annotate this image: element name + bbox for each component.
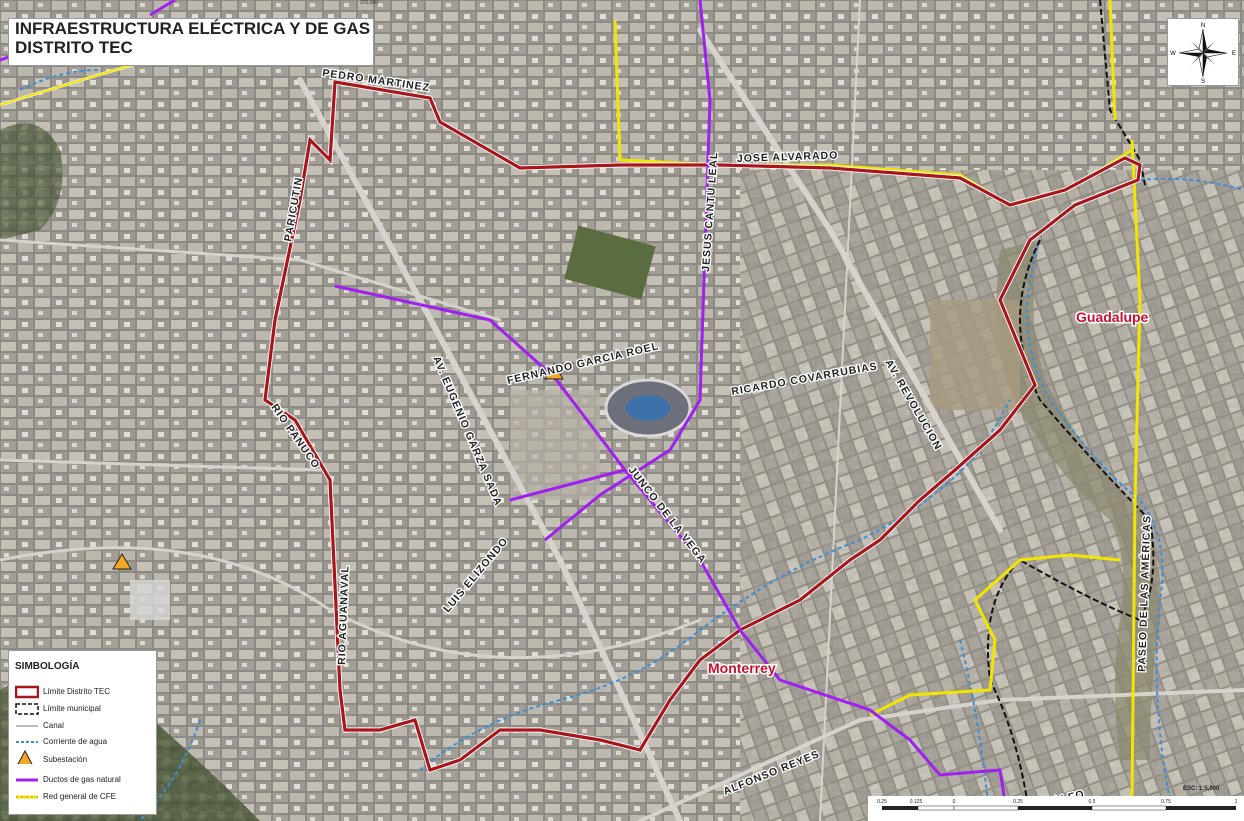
scale-tick: 0.75 xyxy=(1161,799,1171,805)
legend-title: SIMBOLOGÍA xyxy=(15,661,80,672)
substation-triangle[interactable] xyxy=(544,363,564,380)
legend-item-canal: Canal xyxy=(15,719,153,733)
scale-bar: 0.25 0.125 0 0.25 0.5 0.75 1 xyxy=(868,796,1244,821)
scale-tick: 0.125 xyxy=(910,799,923,805)
scale-tick: 1 xyxy=(1235,799,1238,805)
legend-item-district-boundary: Límite Distrito TEC xyxy=(15,685,153,699)
sports-field xyxy=(564,225,656,300)
legend-label: Ductos de gas natural xyxy=(43,775,121,784)
legend-label: Red general de CFE xyxy=(43,792,116,801)
legend-label: Canal xyxy=(43,721,64,730)
map-title-line1: INFRAESTRUCTURA ELÉCTRICA Y DE GAS xyxy=(15,19,371,38)
legend-label: Límite municipal xyxy=(43,704,101,713)
hills-northwest xyxy=(0,123,63,240)
legend-label: Subestación xyxy=(43,755,88,764)
legend-item-substation: Subestación xyxy=(15,750,153,768)
stadium-field xyxy=(626,395,670,421)
legend-panel: SIMBOLOGÍA Límite Distrito TEC Límite mu… xyxy=(8,650,157,815)
substation-triangle[interactable] xyxy=(112,553,132,570)
river-bed xyxy=(996,240,1161,760)
district-tec-boundary-inner xyxy=(263,80,1142,773)
map-title-box: INFRAESTRUCTURA ELÉCTRICA Y DE GAS DISTR… xyxy=(8,18,374,66)
compass-n: N xyxy=(1201,23,1205,29)
scale-tick: 0.25 xyxy=(877,799,887,805)
north-arrow: N S E W xyxy=(1167,18,1239,86)
compass-w: W xyxy=(1170,51,1176,57)
map-title-line2: DISTRITO TEC xyxy=(15,38,133,57)
scale-bar-graphic: 0.25 0.125 0 0.25 0.5 0.75 1 xyxy=(877,799,1238,811)
municipal-boundary-icon xyxy=(15,703,39,715)
compass-s: S xyxy=(1201,79,1205,85)
street-label-jose-alvarado: JOSE ALVARADO xyxy=(737,149,839,165)
legend-label: Límite Distrito TEC xyxy=(43,687,110,696)
cfe-network-icon xyxy=(16,795,38,799)
street-label-rio-aguanaval: RIO AGUANAVAL xyxy=(336,565,351,665)
cfe-warehouse xyxy=(130,580,170,620)
top-coordinate-tick: 370,000 xyxy=(360,0,379,6)
legend-item-municipal-boundary: Límite municipal xyxy=(15,702,153,716)
scale-tick: 0.25 xyxy=(1013,799,1023,805)
legend-item-gas-duct: Ductos de gas natural xyxy=(15,773,153,787)
urban-imagery-east xyxy=(740,170,1244,821)
scale-text: ESC: 1:5,000 xyxy=(1183,786,1220,792)
canal-icon xyxy=(16,725,38,727)
city-label-guadalupe: Guadalupe xyxy=(1076,309,1149,325)
gas-ducts xyxy=(0,0,1010,821)
substation-triangle-icon xyxy=(17,750,33,764)
district-boundary-icon xyxy=(15,685,39,699)
gas-duct-icon xyxy=(16,778,38,782)
campus-area xyxy=(510,390,600,500)
compass-rose-icon: N S E W xyxy=(1170,23,1236,85)
scale-tick: 0 xyxy=(953,799,956,805)
legend-label: Corriente de agua xyxy=(43,737,108,746)
water-stream-icon xyxy=(16,741,38,743)
legend-item-water-stream: Corriente de agua xyxy=(15,735,153,749)
city-label-monterrey: Monterrey xyxy=(708,660,776,676)
compass-e: E xyxy=(1232,51,1236,57)
legend-item-cfe-network: Red general de CFE xyxy=(15,790,153,804)
scale-tick: 0.5 xyxy=(1089,799,1096,805)
